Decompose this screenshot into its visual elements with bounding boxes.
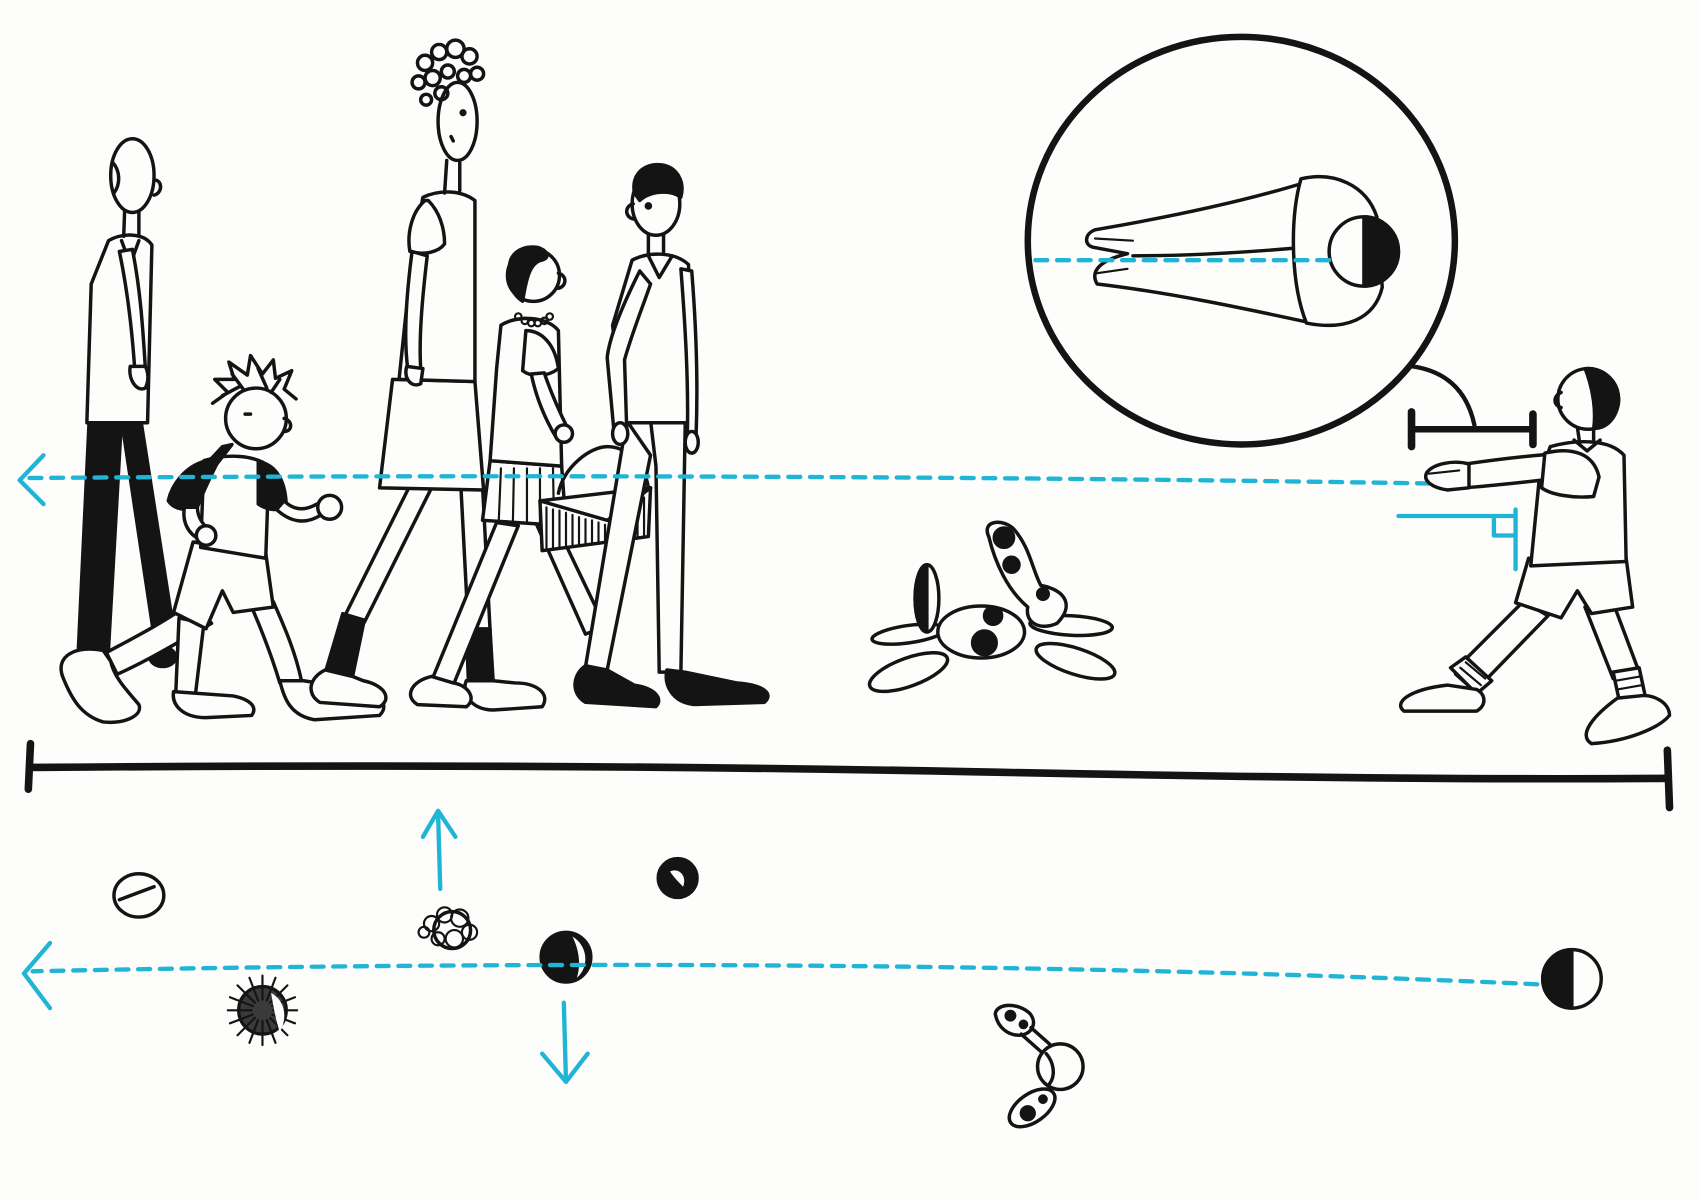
hair-topdown [1362, 215, 1401, 288]
hand [404, 364, 425, 387]
sight-line-upper [17, 453, 1432, 507]
collar [206, 442, 234, 466]
arm-seam [1131, 245, 1309, 258]
magnifier-connector [1410, 364, 1477, 428]
hand [610, 421, 630, 447]
trouser-leg [76, 418, 124, 653]
dashed-guide [30, 962, 1540, 987]
hand [128, 364, 150, 391]
hand [683, 429, 700, 455]
topdown-boy-spiky [226, 974, 299, 1047]
sock-stripes [1614, 675, 1644, 691]
topdown-pointing-person [1540, 947, 1603, 1010]
skirt-pleats [497, 467, 556, 526]
black-shoe [664, 668, 770, 707]
spot [982, 605, 1004, 627]
fingers [1093, 237, 1135, 275]
front-leg [249, 599, 304, 685]
nose [1035, 586, 1050, 602]
eye [644, 202, 653, 210]
topdown-woman-curly [417, 906, 479, 951]
nose [1553, 390, 1563, 410]
spot [1002, 555, 1021, 574]
ear [282, 416, 293, 434]
man-walking-left [76, 137, 178, 669]
hair [507, 245, 549, 303]
sight-line-lower [21, 940, 1540, 1011]
spot [992, 526, 1016, 550]
ear-spot [913, 563, 929, 634]
leg [1034, 641, 1117, 681]
magnifier-circle [1024, 33, 1459, 448]
collar [1572, 438, 1602, 453]
move-down-arrow [539, 1000, 590, 1085]
front-arm [274, 499, 323, 523]
spot [970, 629, 998, 657]
black-sock [323, 611, 366, 680]
dress-skirt [377, 377, 486, 492]
mouth [449, 134, 455, 143]
pointing-person [1398, 366, 1672, 746]
man-walking-right [573, 162, 770, 709]
head [223, 386, 289, 451]
spiky-hair [210, 353, 298, 405]
arrowhead-left [21, 940, 53, 1011]
fist [316, 493, 344, 521]
shoe [309, 668, 388, 709]
move-up-arrow [420, 808, 458, 892]
shoe [463, 679, 547, 712]
back-leg [343, 483, 434, 624]
woman-tall-walking [309, 38, 547, 712]
fist [194, 524, 218, 547]
hand [553, 423, 575, 445]
sleeve [1539, 449, 1601, 499]
eye [459, 109, 467, 117]
finger [1427, 469, 1461, 475]
topdown-man-right [539, 930, 593, 984]
distance-bar [1407, 408, 1537, 451]
arrowhead-left [17, 453, 46, 507]
girl-with-basket [408, 245, 653, 709]
shorts [1513, 556, 1635, 620]
hair [632, 162, 684, 203]
ear [152, 178, 163, 197]
outstretched-arms [1084, 180, 1314, 325]
shoe [1584, 693, 1672, 746]
curly-hair [410, 38, 486, 107]
neck [646, 230, 666, 256]
topdown-man-left [112, 871, 166, 919]
ear [556, 271, 567, 291]
trouser-leg [119, 418, 176, 640]
ground-line [24, 739, 1674, 812]
magnified-view [1024, 33, 1459, 448]
dog-lying [867, 520, 1117, 694]
back-shoe [59, 647, 142, 725]
kneeling-shoe [171, 689, 256, 720]
collar [646, 254, 674, 280]
leg [867, 651, 950, 694]
shoe [408, 674, 473, 709]
kneeling-leg [174, 616, 206, 698]
topdown-girl [656, 856, 699, 900]
neck [442, 158, 462, 195]
hair [1583, 366, 1621, 430]
shorts [171, 540, 276, 631]
right-angle-marker [1396, 507, 1518, 572]
ear [624, 202, 635, 221]
topdown-dog [993, 1003, 1085, 1129]
sleeve [407, 198, 447, 255]
dashed-guide [19, 474, 1432, 486]
pointing-hand [1424, 460, 1471, 492]
head [108, 137, 156, 215]
black-shoe [573, 663, 661, 709]
back-trouser-leg [648, 418, 687, 674]
sleeve [520, 328, 561, 378]
shoe [1398, 683, 1486, 713]
head [436, 80, 479, 163]
hair-line [111, 160, 121, 195]
bead-necklace [513, 312, 555, 328]
